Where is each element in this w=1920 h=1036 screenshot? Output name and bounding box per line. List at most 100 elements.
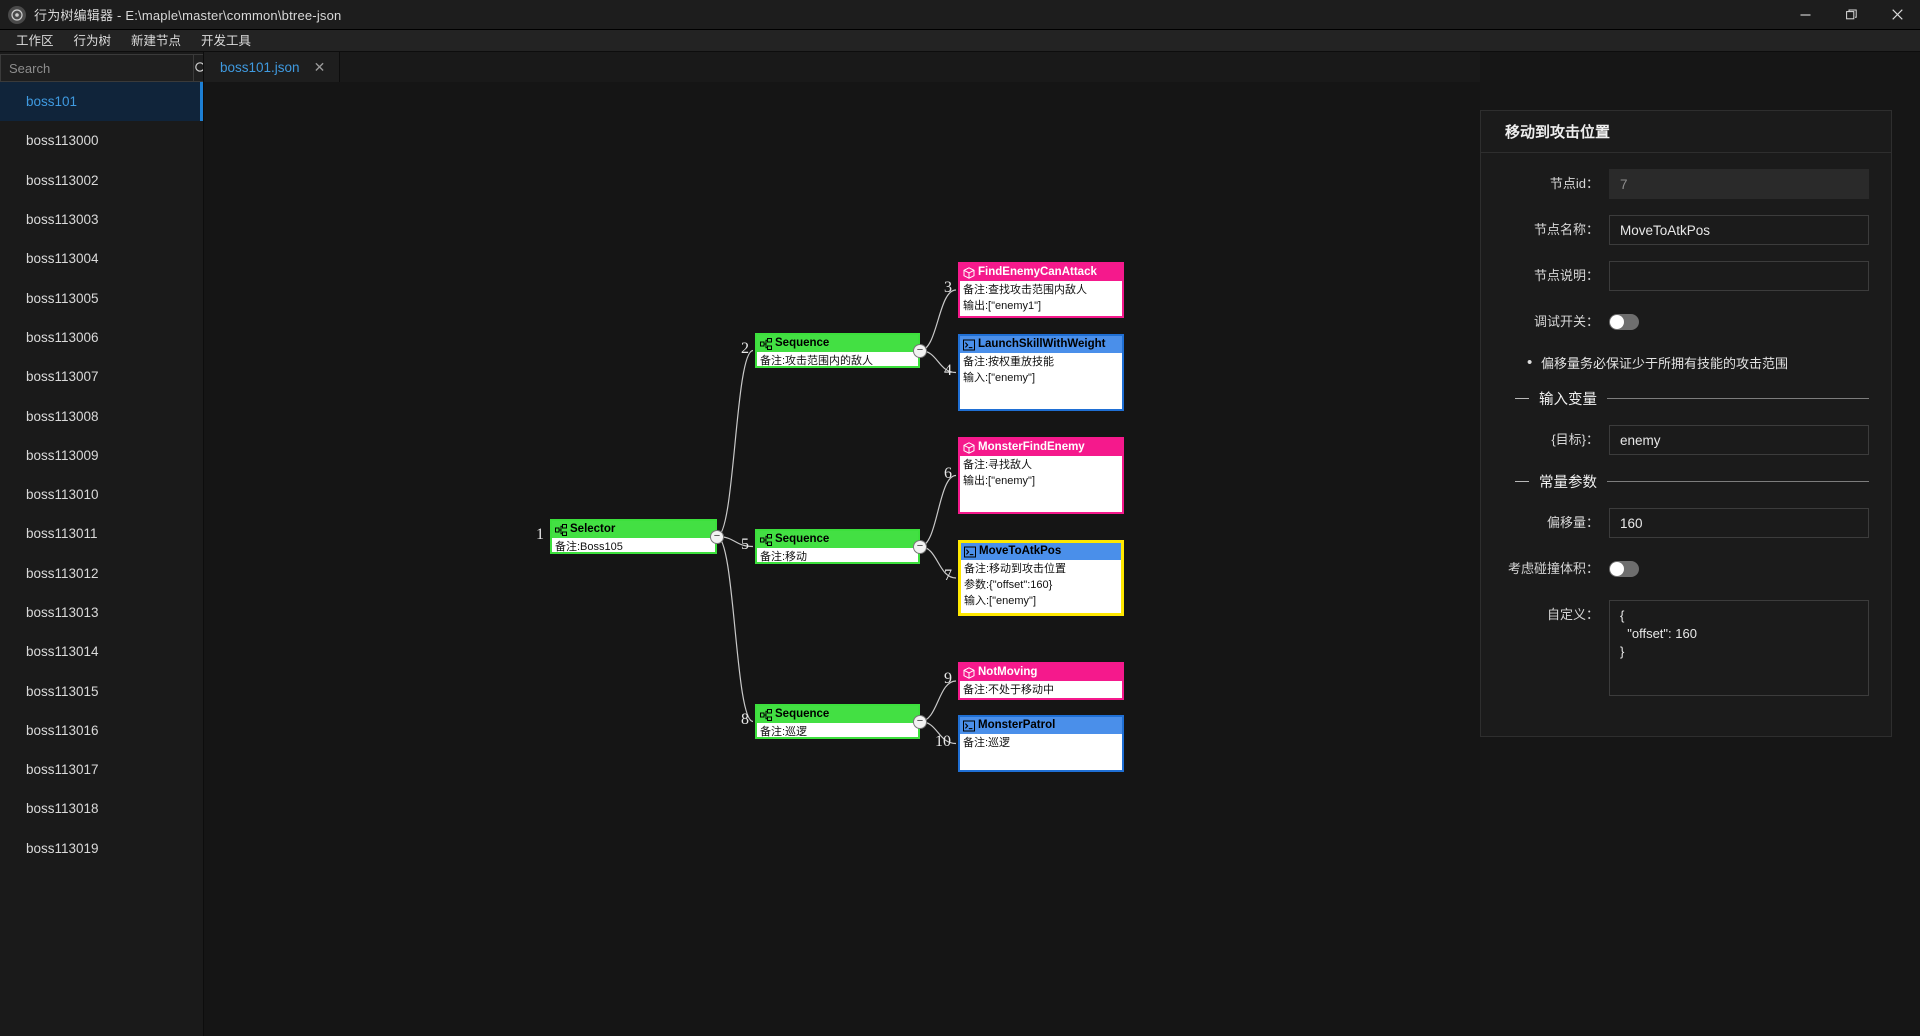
custom-textarea[interactable]: { "offset": 160 }: [1609, 600, 1869, 696]
action-terminal-icon: [963, 720, 975, 731]
menu-behaviortree[interactable]: 行为树: [73, 33, 112, 48]
sidebar-item-label: boss113003: [26, 212, 99, 228]
field-offset: 偏移量：: [1491, 508, 1869, 538]
node-collapse-handle[interactable]: −: [913, 539, 927, 554]
menu-devtools[interactable]: 开发工具: [201, 33, 252, 48]
node-title: Sequence: [775, 336, 830, 349]
sidebar-item-boss113004[interactable]: boss113004: [0, 239, 203, 278]
sidebar-item-boss113009[interactable]: boss113009: [0, 436, 203, 475]
tab-label: boss101.json: [220, 59, 300, 75]
sidebar-item-boss113019[interactable]: boss113019: [0, 829, 203, 868]
node-id-input: [1609, 169, 1869, 199]
close-button[interactable]: [1874, 0, 1920, 30]
sidebar-item-boss113002[interactable]: boss113002: [0, 161, 203, 200]
sidebar-item-boss113013[interactable]: boss113013: [0, 593, 203, 632]
node-header: Sequence: [757, 706, 918, 723]
section-dash-icon: [1515, 398, 1529, 399]
node-Sequence[interactable]: Sequence 备注:攻击范围内的敌人: [755, 333, 920, 368]
close-icon[interactable]: ✕: [313, 59, 326, 75]
sidebar-item-label: boss113009: [26, 447, 99, 463]
input-target-label: {目标}：: [1551, 432, 1599, 447]
node-body: 备注:移动到攻击位置参数:{"offset":160}输入:["enemy"]: [961, 560, 1121, 611]
node-detail-line: 备注:移动: [760, 551, 808, 563]
sidebar-item-boss113006[interactable]: boss113006: [0, 318, 203, 357]
collision-toggle[interactable]: [1609, 561, 1639, 577]
panel-note: • 偏移量务必保证少于所拥有技能的攻击范围: [1527, 353, 1869, 372]
tab-bar: boss101.json ✕: [204, 52, 1480, 82]
file-list[interactable]: boss101 boss113000 boss113002 boss113003 bos…: [0, 82, 203, 1036]
edge-2-3: [919, 289, 957, 352]
sidebar-item-label: boss113018: [26, 801, 99, 817]
node-collapse-handle[interactable]: −: [710, 529, 724, 544]
sidebar-item-boss113010[interactable]: boss113010: [0, 475, 203, 514]
sidebar-item-boss113015[interactable]: boss113015: [0, 671, 203, 710]
section-const-params: 常量参数: [1515, 471, 1869, 492]
sidebar-item-boss113014[interactable]: boss113014: [0, 632, 203, 671]
node-collapse-handle[interactable]: −: [913, 343, 927, 358]
node-body: 备注:寻找敌人输出:["enemy"]: [960, 456, 1122, 491]
sidebar-item-boss113007[interactable]: boss113007: [0, 357, 203, 396]
node-detail-line: 输出:["enemy"]: [963, 475, 1035, 487]
condition-box-icon: [963, 441, 975, 454]
node-detail-line: 备注:巡逻: [963, 737, 1011, 749]
node-desc-input[interactable]: [1609, 261, 1869, 291]
node-LaunchSkillWithWeight[interactable]: LaunchSkillWithWeight 备注:按权重放技能输入:["enemy…: [958, 334, 1124, 411]
node-name-label: 节点名称：: [1533, 222, 1599, 237]
sidebar-item-boss113011[interactable]: boss113011: [0, 514, 203, 553]
edge-5-6: [919, 474, 957, 548]
sidebar: boss101 boss113000 boss113002 boss113003 bos…: [0, 52, 204, 1036]
tree-composite-icon: [555, 523, 567, 536]
node-title: MonsterPatrol: [978, 718, 1056, 731]
sidebar-item-boss113000[interactable]: boss113000: [0, 121, 203, 160]
node-title: LaunchSkillWithWeight: [978, 337, 1106, 350]
note-text: 偏移量务必保证少于所拥有技能的攻击范围: [1541, 356, 1789, 371]
menu-new-node[interactable]: 新建节点: [131, 33, 182, 48]
node-body: 备注:查找攻击范围内敌人输出:["enemy1"]: [960, 281, 1122, 316]
sidebar-item-label: boss113000: [26, 133, 99, 149]
node-collapse-handle[interactable]: −: [913, 714, 927, 729]
sidebar-item-boss113017[interactable]: boss113017: [0, 750, 203, 789]
sidebar-item-label: boss113014: [26, 644, 99, 660]
tab-boss101-json[interactable]: boss101.json ✕: [204, 52, 341, 82]
menu-workspace[interactable]: 工作区: [16, 33, 54, 48]
debug-switch-toggle[interactable]: [1609, 314, 1639, 330]
toggle-knob: [1610, 562, 1624, 576]
node-header: MonsterFindEnemy: [960, 439, 1122, 456]
node-body: 备注:攻击范围内的敌人: [757, 352, 918, 371]
search-input[interactable]: [0, 54, 193, 82]
node-name-input[interactable]: [1609, 215, 1869, 245]
offset-label: 偏移量：: [1546, 515, 1599, 530]
minimize-button[interactable]: [1782, 0, 1828, 30]
node-index-label: 3: [944, 279, 952, 296]
panel-title: 移动到攻击位置: [1481, 111, 1891, 153]
node-detail-line: 备注:攻击范围内的敌人: [760, 355, 874, 367]
node-id-label: 节点id：: [1549, 176, 1599, 191]
search-icon[interactable]: [193, 54, 203, 82]
offset-input[interactable]: [1609, 508, 1869, 538]
node-body: 备注:按权重放技能输入:["enemy"]: [960, 353, 1122, 388]
sidebar-item-label: boss113005: [26, 290, 99, 306]
custom-label: 自定义：: [1546, 607, 1599, 622]
node-index-label: 5: [741, 535, 749, 553]
maximize-button[interactable]: [1828, 0, 1874, 30]
sidebar-item-boss113016[interactable]: boss113016: [0, 711, 203, 750]
node-index-label: 9: [944, 670, 952, 687]
node-body: 备注:巡逻: [960, 734, 1122, 753]
sidebar-item-boss113008[interactable]: boss113008: [0, 396, 203, 435]
sidebar-item-boss113012[interactable]: boss113012: [0, 554, 203, 593]
sidebar-item-boss113005[interactable]: boss113005: [0, 278, 203, 317]
sidebar-item-label: boss113002: [26, 172, 99, 188]
sidebar-item-boss101[interactable]: boss101: [0, 82, 203, 122]
sidebar-item-boss113018[interactable]: boss113018: [0, 789, 203, 828]
node-MonsterPatrol[interactable]: MonsterPatrol 备注:巡逻: [958, 715, 1124, 772]
input-target-input[interactable]: [1609, 425, 1869, 455]
sidebar-item-boss113003[interactable]: boss113003: [0, 200, 203, 239]
